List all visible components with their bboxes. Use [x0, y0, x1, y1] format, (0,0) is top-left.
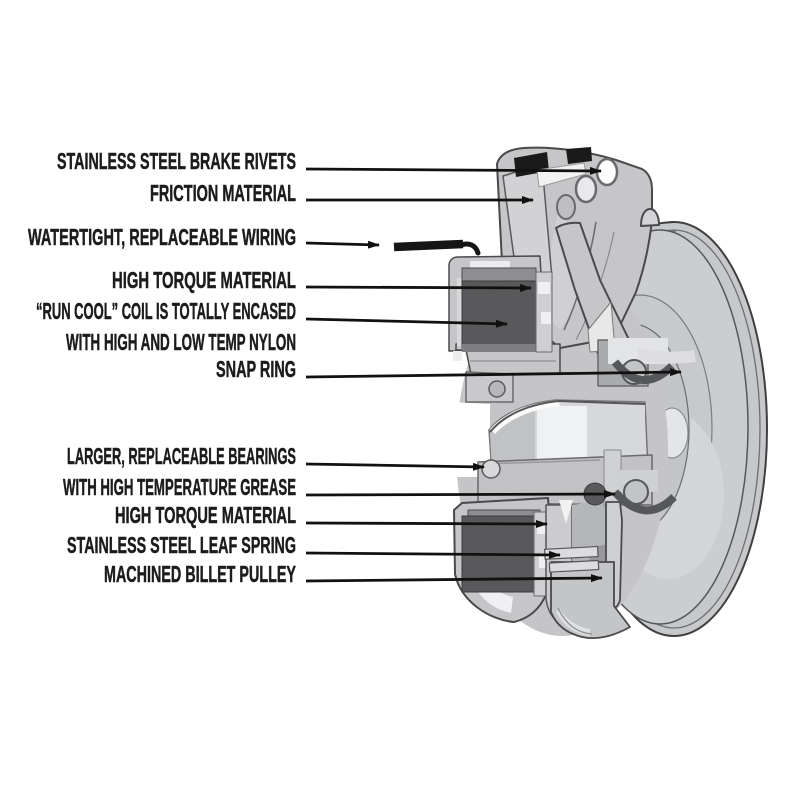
- svg-text:MACHINED BILLET PULLEY: MACHINED BILLET PULLEY: [104, 561, 296, 587]
- svg-text:HIGH TORQUE MATERIAL: HIGH TORQUE MATERIAL: [112, 267, 296, 293]
- svg-text:“RUN COOL” COIL IS TOTALLY ENC: “RUN COOL” COIL IS TOTALLY ENCASED: [36, 298, 296, 324]
- svg-text:WATERTIGHT, REPLACEABLE WIRING: WATERTIGHT, REPLACEABLE WIRING: [28, 224, 296, 250]
- svg-text:SNAP RING: SNAP RING: [216, 356, 296, 382]
- svg-text:WITH HIGH AND LOW TEMP NYLON: WITH HIGH AND LOW TEMP NYLON: [66, 329, 296, 355]
- svg-text:HIGH TORQUE MATERIAL: HIGH TORQUE MATERIAL: [115, 502, 296, 528]
- svg-text:WITH HIGH TEMPERATURE GREASE: WITH HIGH TEMPERATURE GREASE: [63, 474, 296, 500]
- svg-text:LARGER, REPLACEABLE BEARINGS: LARGER, REPLACEABLE BEARINGS: [67, 443, 296, 469]
- svg-text:FRICTION MATERIAL: FRICTION MATERIAL: [150, 180, 296, 206]
- svg-text:STAINLESS STEEL LEAF SPRING: STAINLESS STEEL LEAF SPRING: [67, 532, 296, 558]
- svg-text:STAINLESS STEEL BRAKE RIVETS: STAINLESS STEEL BRAKE RIVETS: [57, 148, 296, 174]
